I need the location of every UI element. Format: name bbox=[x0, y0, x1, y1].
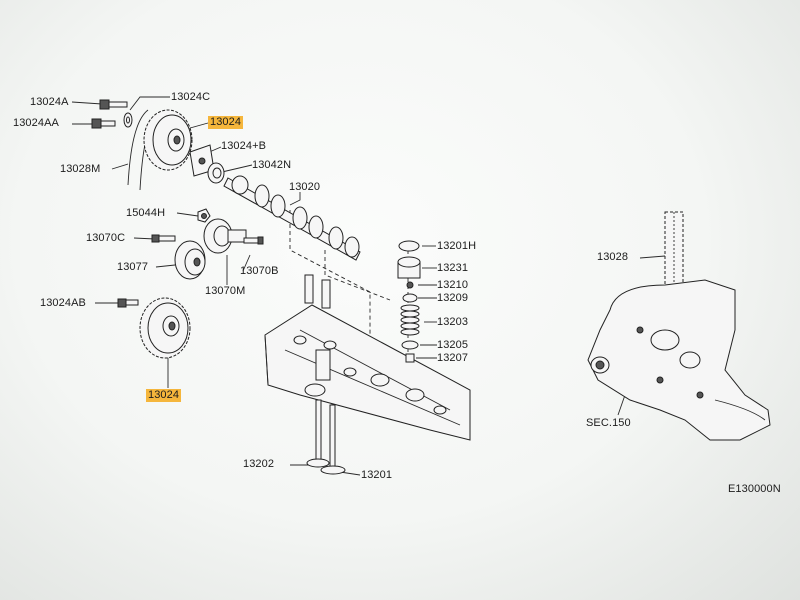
label-13210: 13210 bbox=[437, 279, 469, 291]
leader-lines bbox=[71, 96, 666, 476]
label-15044H: 15044H bbox=[126, 207, 166, 219]
camshaft-13020 bbox=[223, 175, 361, 261]
bolt-13024AB bbox=[117, 298, 139, 308]
cylinder-head bbox=[264, 274, 471, 441]
label-13042N: 13042N bbox=[252, 159, 292, 171]
label-13201H: 13201H bbox=[437, 240, 477, 252]
label-13024-bottom-highlighted: 13024 bbox=[146, 389, 182, 402]
bolt-13070C bbox=[151, 234, 176, 243]
timing-chain-13028 bbox=[664, 211, 684, 286]
label-13070C: 13070C bbox=[86, 232, 126, 244]
bolt-13024A bbox=[99, 99, 128, 110]
label-13028: 13028 bbox=[597, 251, 629, 263]
oil-pump-housing bbox=[587, 279, 771, 441]
cotter-13210 bbox=[406, 281, 414, 289]
valve-shim-13201H bbox=[398, 240, 420, 252]
label-13070M: 13070M bbox=[205, 285, 246, 297]
label-13202: 13202 bbox=[243, 458, 275, 470]
label-13024B: 13024+B bbox=[221, 140, 267, 152]
label-13070B: 13070B bbox=[240, 265, 279, 277]
retainer-13209 bbox=[402, 293, 418, 303]
label-13028M: 13028M bbox=[60, 163, 101, 175]
label-13077: 13077 bbox=[117, 261, 149, 273]
label-13024-top-highlighted: 13024 bbox=[208, 116, 244, 129]
drawing-code: E130000N bbox=[728, 483, 781, 495]
label-13020: 13020 bbox=[289, 181, 321, 193]
tensioner-13070M bbox=[203, 218, 247, 254]
label-13024A: 13024A bbox=[30, 96, 69, 108]
valve-13202 bbox=[306, 399, 330, 468]
washer-13024C bbox=[123, 112, 133, 128]
nut-15044H bbox=[197, 208, 211, 223]
valve-spring-13203 bbox=[400, 304, 420, 336]
bolt-13024AA bbox=[91, 118, 116, 129]
label-13207: 13207 bbox=[437, 352, 469, 364]
label-13203: 13203 bbox=[437, 316, 469, 328]
valve-seal-13207 bbox=[405, 353, 415, 363]
label-13024AA: 13024AA bbox=[13, 117, 59, 129]
valve-lifter-13231 bbox=[397, 256, 421, 279]
camshaft-sprocket-bottom bbox=[139, 297, 191, 359]
pulley-13077 bbox=[174, 240, 206, 280]
spring-seat-13205 bbox=[401, 340, 419, 350]
label-13024C: 13024C bbox=[171, 91, 211, 103]
valve-13201 bbox=[320, 404, 346, 475]
label-13024AB: 13024AB bbox=[40, 297, 86, 309]
label-13231: 13231 bbox=[437, 262, 469, 274]
label-13205: 13205 bbox=[437, 339, 469, 351]
pin-13070B bbox=[243, 236, 264, 245]
label-13209: 13209 bbox=[437, 292, 469, 304]
seal-13042N bbox=[207, 162, 225, 184]
camshaft-sprocket-top bbox=[143, 109, 193, 171]
label-sec150: SEC.150 bbox=[586, 417, 631, 429]
label-13201: 13201 bbox=[361, 469, 393, 481]
